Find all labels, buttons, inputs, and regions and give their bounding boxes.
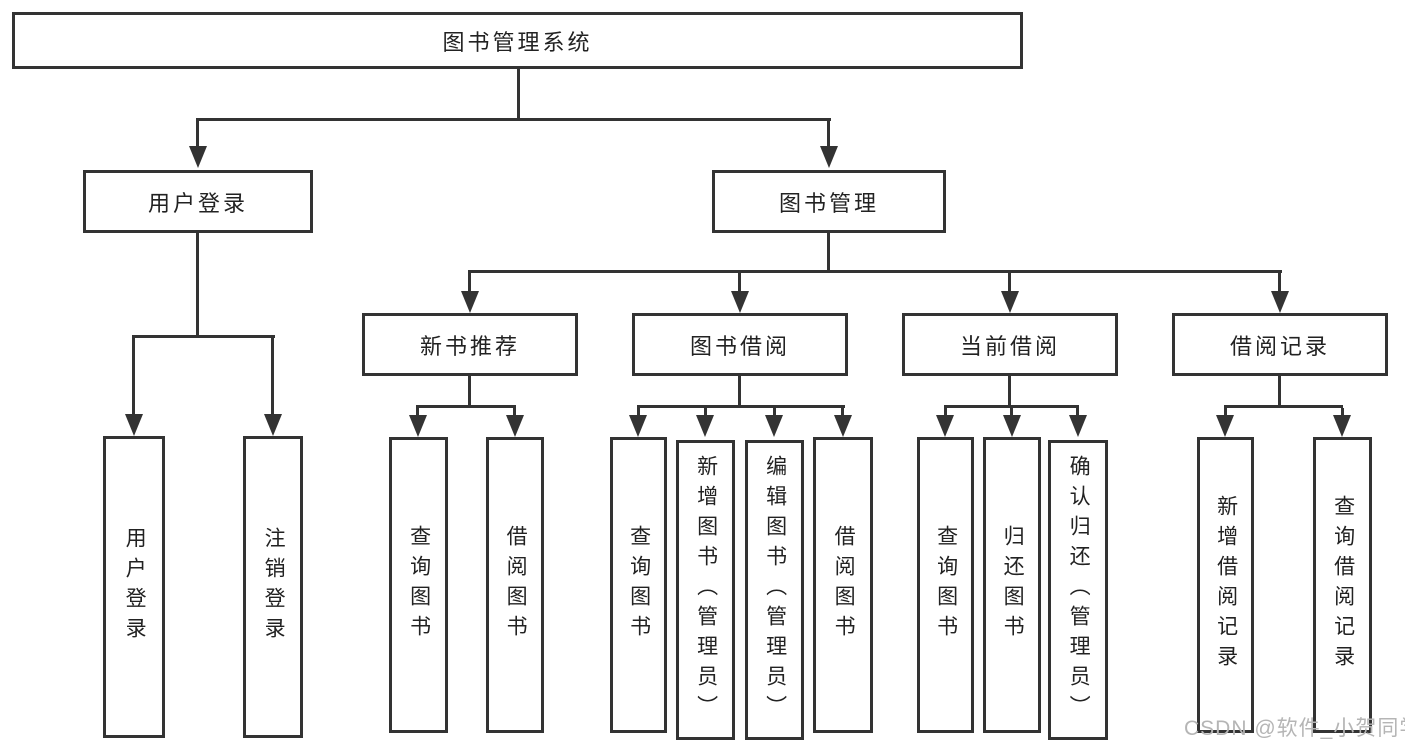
leaf-borrow-query-books: 查询图书 bbox=[610, 437, 667, 733]
connector-line bbox=[132, 338, 135, 414]
connector-line bbox=[827, 233, 830, 270]
node-label: 查询图书 bbox=[627, 525, 651, 645]
node-label: 注销登录 bbox=[262, 527, 286, 647]
arrowhead-down-icon bbox=[1333, 415, 1351, 437]
connector-line bbox=[1008, 376, 1011, 405]
leaf-user-login: 用户登录 bbox=[103, 436, 165, 738]
connector-line bbox=[1278, 376, 1281, 405]
connector-line bbox=[944, 408, 947, 415]
arrowhead-down-icon bbox=[1003, 415, 1021, 437]
connector-line bbox=[1224, 408, 1227, 415]
node-library-management-system: 图书管理系统 bbox=[12, 12, 1023, 69]
connector-line bbox=[1341, 408, 1344, 415]
arrowhead-down-icon bbox=[461, 291, 479, 313]
connector-line bbox=[738, 273, 741, 291]
arrowhead-down-icon bbox=[1271, 291, 1289, 313]
connector-line bbox=[196, 233, 199, 335]
leaf-current-confirm-return-admin: 确认归还（管理员） bbox=[1048, 440, 1108, 740]
node-label: 借阅图书 bbox=[832, 525, 856, 645]
connector-line bbox=[416, 405, 516, 408]
arrowhead-down-icon bbox=[696, 415, 714, 437]
node-label: 查询图书 bbox=[407, 525, 431, 645]
watermark-csdn: CSDN @软件_小贺同学 bbox=[1184, 717, 1405, 740]
arrowhead-down-icon bbox=[189, 146, 207, 168]
leaf-borrow-add-book-admin: 新增图书（管理员） bbox=[676, 440, 735, 740]
node-new-book-recommend: 新书推荐 bbox=[362, 313, 578, 376]
arrowhead-down-icon bbox=[1069, 415, 1087, 437]
connector-line bbox=[841, 408, 844, 415]
connector-line bbox=[132, 335, 275, 338]
arrowhead-down-icon bbox=[834, 415, 852, 437]
connector-line bbox=[271, 338, 274, 414]
node-label: 归还图书 bbox=[1001, 525, 1025, 645]
connector-line bbox=[513, 408, 516, 415]
node-label: 用户登录 bbox=[123, 527, 147, 647]
arrowhead-down-icon bbox=[409, 415, 427, 437]
node-label: 查询借阅记录 bbox=[1331, 495, 1355, 675]
connector-line bbox=[827, 121, 830, 146]
connector-line bbox=[196, 121, 199, 146]
node-label: 借阅记录 bbox=[1229, 333, 1330, 359]
leaf-records-query-record: 查询借阅记录 bbox=[1313, 437, 1372, 733]
arrowhead-down-icon bbox=[820, 146, 838, 168]
node-label: 确认归还（管理员） bbox=[1067, 455, 1091, 725]
node-label: 图书管理系统 bbox=[442, 29, 593, 55]
node-borrow-records: 借阅记录 bbox=[1172, 313, 1388, 376]
connector-line bbox=[468, 273, 471, 291]
arrowhead-down-icon bbox=[936, 415, 954, 437]
leaf-newbook-query-books: 查询图书 bbox=[389, 437, 448, 733]
node-label: 查询图书 bbox=[934, 525, 958, 645]
connector-line bbox=[944, 405, 1079, 408]
leaf-newbook-borrow-books: 借阅图书 bbox=[486, 437, 544, 733]
node-label: 图书管理 bbox=[778, 190, 879, 216]
connector-line bbox=[1224, 405, 1343, 408]
arrowhead-down-icon bbox=[506, 415, 524, 437]
node-user-login: 用户登录 bbox=[83, 170, 313, 233]
connector-line bbox=[196, 118, 831, 121]
leaf-logout: 注销登录 bbox=[243, 436, 303, 738]
connector-line bbox=[1008, 273, 1011, 291]
arrowhead-down-icon bbox=[125, 414, 143, 436]
leaf-current-return-books: 归还图书 bbox=[983, 437, 1041, 733]
connector-line bbox=[1076, 408, 1079, 415]
connector-line bbox=[416, 408, 419, 415]
arrowhead-down-icon bbox=[629, 415, 647, 437]
connector-line bbox=[637, 405, 845, 408]
leaf-current-query-books: 查询图书 bbox=[917, 437, 974, 733]
connector-line bbox=[1010, 408, 1013, 415]
connector-line bbox=[468, 376, 471, 405]
connector-line bbox=[738, 376, 741, 405]
node-book-management: 图书管理 bbox=[712, 170, 946, 233]
node-label: 借阅图书 bbox=[504, 525, 528, 645]
arrowhead-down-icon bbox=[731, 291, 749, 313]
arrowhead-down-icon bbox=[1216, 415, 1234, 437]
node-current-borrow: 当前借阅 bbox=[902, 313, 1118, 376]
connector-line bbox=[637, 408, 640, 415]
connector-line bbox=[517, 69, 520, 120]
leaf-borrow-edit-book-admin: 编辑图书（管理员） bbox=[745, 440, 804, 740]
leaf-borrow-borrow-books: 借阅图书 bbox=[813, 437, 873, 733]
node-label: 当前借阅 bbox=[959, 333, 1060, 359]
arrowhead-down-icon bbox=[264, 414, 282, 436]
arrowhead-down-icon bbox=[765, 415, 783, 437]
connector-line bbox=[773, 408, 776, 415]
node-label: 新增借阅记录 bbox=[1214, 495, 1238, 675]
arrowhead-down-icon bbox=[1001, 291, 1019, 313]
node-label: 编辑图书（管理员） bbox=[763, 455, 787, 725]
node-label: 新书推荐 bbox=[419, 333, 520, 359]
connector-line bbox=[1278, 273, 1281, 291]
node-label: 新增图书（管理员） bbox=[694, 455, 718, 725]
connector-line bbox=[468, 270, 1282, 273]
node-book-borrow: 图书借阅 bbox=[632, 313, 848, 376]
connector-line bbox=[704, 408, 707, 415]
leaf-records-add-record: 新增借阅记录 bbox=[1197, 437, 1254, 733]
node-label: 图书借阅 bbox=[689, 333, 790, 359]
node-label: 用户登录 bbox=[147, 190, 248, 216]
